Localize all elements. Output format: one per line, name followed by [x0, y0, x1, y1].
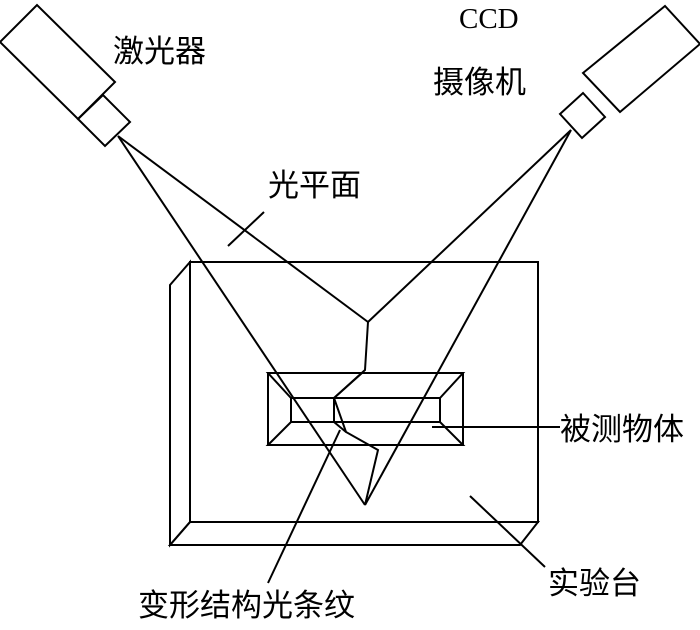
leader-test-bench [469, 495, 546, 568]
label-light-plane: 光平面 [268, 168, 361, 204]
test-bench-side [169, 259, 191, 548]
label-deformed-stripe: 变形结构光条纹 [138, 588, 355, 624]
test-bench-front [167, 521, 541, 546]
laser [0, 3, 132, 148]
label-camera: 摄像机 [433, 65, 526, 101]
leader-stripe [267, 429, 341, 584]
leader-light-plane [227, 211, 265, 247]
label-laser: 激光器 [113, 34, 206, 70]
object-step-bottom [333, 421, 347, 433]
laser-body [0, 3, 117, 121]
stripe-path [332, 321, 380, 506]
laser-ray-right [117, 135, 366, 506]
camera-body [581, 4, 700, 114]
ccd-camera [558, 4, 700, 140]
label-measured-object: 被测物体 [560, 412, 684, 448]
measured-object [265, 372, 466, 446]
test-bench [167, 259, 541, 548]
measured-object-inner [290, 397, 441, 423]
label-test-bench: 实验台 [548, 566, 641, 602]
laser-ray-left [117, 135, 369, 323]
camera-ray-left [367, 129, 572, 323]
light-rays [117, 129, 572, 506]
laser-lens [76, 93, 132, 148]
measured-object-bevel [265, 372, 466, 399]
label-ccd: CCD [459, 3, 519, 35]
measured-object-bevel-bottom [265, 421, 466, 446]
leader-lines [227, 211, 560, 584]
camera-lens [558, 91, 607, 140]
measured-object-outer [267, 372, 464, 446]
test-bench-top [189, 261, 539, 523]
camera-ray-right [364, 129, 572, 506]
